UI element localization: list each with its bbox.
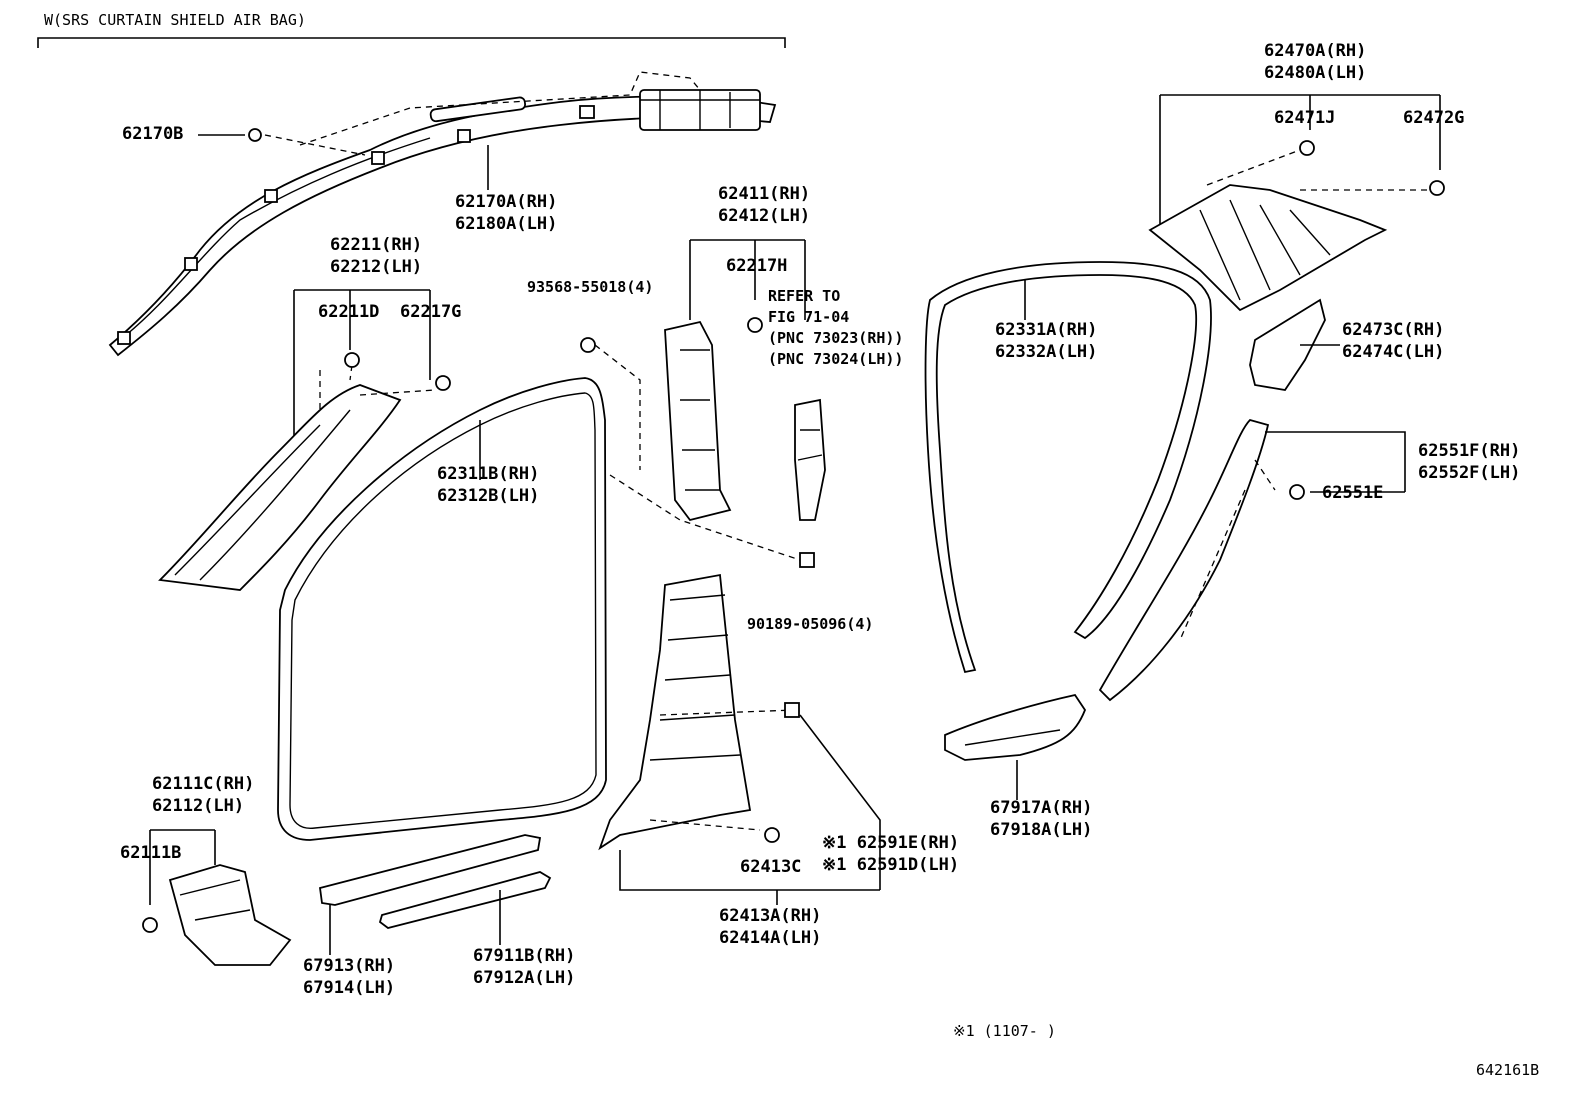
label-62180A-lh: 62180A(LH) — [455, 214, 558, 234]
label-62170B: 62170B — [122, 124, 184, 144]
footnote: ※1 (1107- ) — [953, 1022, 1056, 1040]
refer-line-2: FIG 71-04 — [768, 308, 850, 326]
label-62211-rh: 62211(RH) — [330, 235, 423, 255]
label-62471J: 62471J — [1274, 108, 1336, 128]
front-door-weatherstrip — [277, 377, 607, 841]
label-62591E-rh: ※1 62591E(RH) — [822, 833, 960, 853]
label-62474C-lh: 62474C(LH) — [1342, 342, 1445, 362]
cowl-side-trim — [142, 864, 292, 966]
label-62312B-lh: 62312B(LH) — [437, 486, 540, 506]
quarter-trim-upper — [1148, 140, 1445, 312]
label-62414A-lh: 62414A(LH) — [719, 928, 822, 948]
label-67913-rh: 67913(RH) — [303, 956, 396, 976]
label-62217G: 62217G — [400, 302, 462, 322]
curtain-airbag-part — [108, 89, 777, 357]
rear-door-weatherstrip — [924, 261, 1212, 674]
refer-line-3: (PNC 73023(RH)) — [768, 329, 904, 347]
label-62552F-lh: 62552F(LH) — [1418, 463, 1521, 483]
b-pillar-upper-garnish — [664, 317, 763, 522]
label-62412-lh: 62412(LH) — [718, 206, 811, 226]
label-62480A-lh: 62480A(LH) — [1264, 63, 1367, 83]
label-67912A-lh: 67912A(LH) — [473, 968, 576, 988]
label-62472G: 62472G — [1403, 108, 1465, 128]
label-67917A-rh: 67917A(RH) — [990, 798, 1093, 818]
label-67918A-lh: 67918A(LH) — [990, 820, 1093, 840]
label-62331A-rh: 62331A(RH) — [995, 320, 1098, 340]
label-93568: 93568-55018(4) — [527, 278, 654, 296]
b-pillar-lower-garnish — [598, 573, 752, 851]
label-62551F-rh: 62551F(RH) — [1418, 441, 1521, 461]
label-62111B: 62111B — [120, 843, 182, 863]
label-62217H: 62217H — [726, 256, 788, 276]
label-62551E: 62551E — [1322, 483, 1384, 503]
front-scuff-plate — [319, 834, 552, 929]
label-62470A-rh: 62470A(RH) — [1264, 41, 1367, 61]
label-62473C-rh: 62473C(RH) — [1342, 320, 1445, 340]
figure-id: 642161B — [1476, 1061, 1540, 1079]
label-67911B-rh: 67911B(RH) — [473, 946, 576, 966]
label-62170A-rh: 62170A(RH) — [455, 192, 558, 212]
label-62413C: 62413C — [740, 857, 802, 877]
label-67914-lh: 67914(LH) — [303, 978, 396, 998]
refer-line-1: REFER TO — [768, 287, 841, 305]
label-62591D-lh: ※1 62591D(LH) — [822, 855, 960, 875]
label-62111C-rh: 62111C(RH) — [152, 774, 255, 794]
label-62112-lh: 62112(LH) — [152, 796, 245, 816]
refer-line-4: (PNC 73024(LH)) — [768, 350, 904, 368]
belt-adjuster-ref — [794, 398, 826, 521]
label-62212-lh: 62212(LH) — [330, 257, 423, 277]
rear-scuff-plate — [944, 693, 1087, 761]
label-62413A-rh: 62413A(RH) — [719, 906, 822, 926]
label-62411-rh: 62411(RH) — [718, 184, 811, 204]
variant-header: W(SRS CURTAIN SHIELD AIR BAG) — [44, 11, 306, 29]
label-62332A-lh: 62332A(LH) — [995, 342, 1098, 362]
label-62211D: 62211D — [318, 302, 380, 322]
rear-pillar-garnish — [1098, 418, 1270, 702]
label-62311B-rh: 62311B(RH) — [437, 464, 540, 484]
quarter-trim-piece — [1249, 298, 1326, 391]
label-90189: 90189-05096(4) — [747, 615, 874, 633]
a-pillar-garnish — [158, 352, 451, 591]
